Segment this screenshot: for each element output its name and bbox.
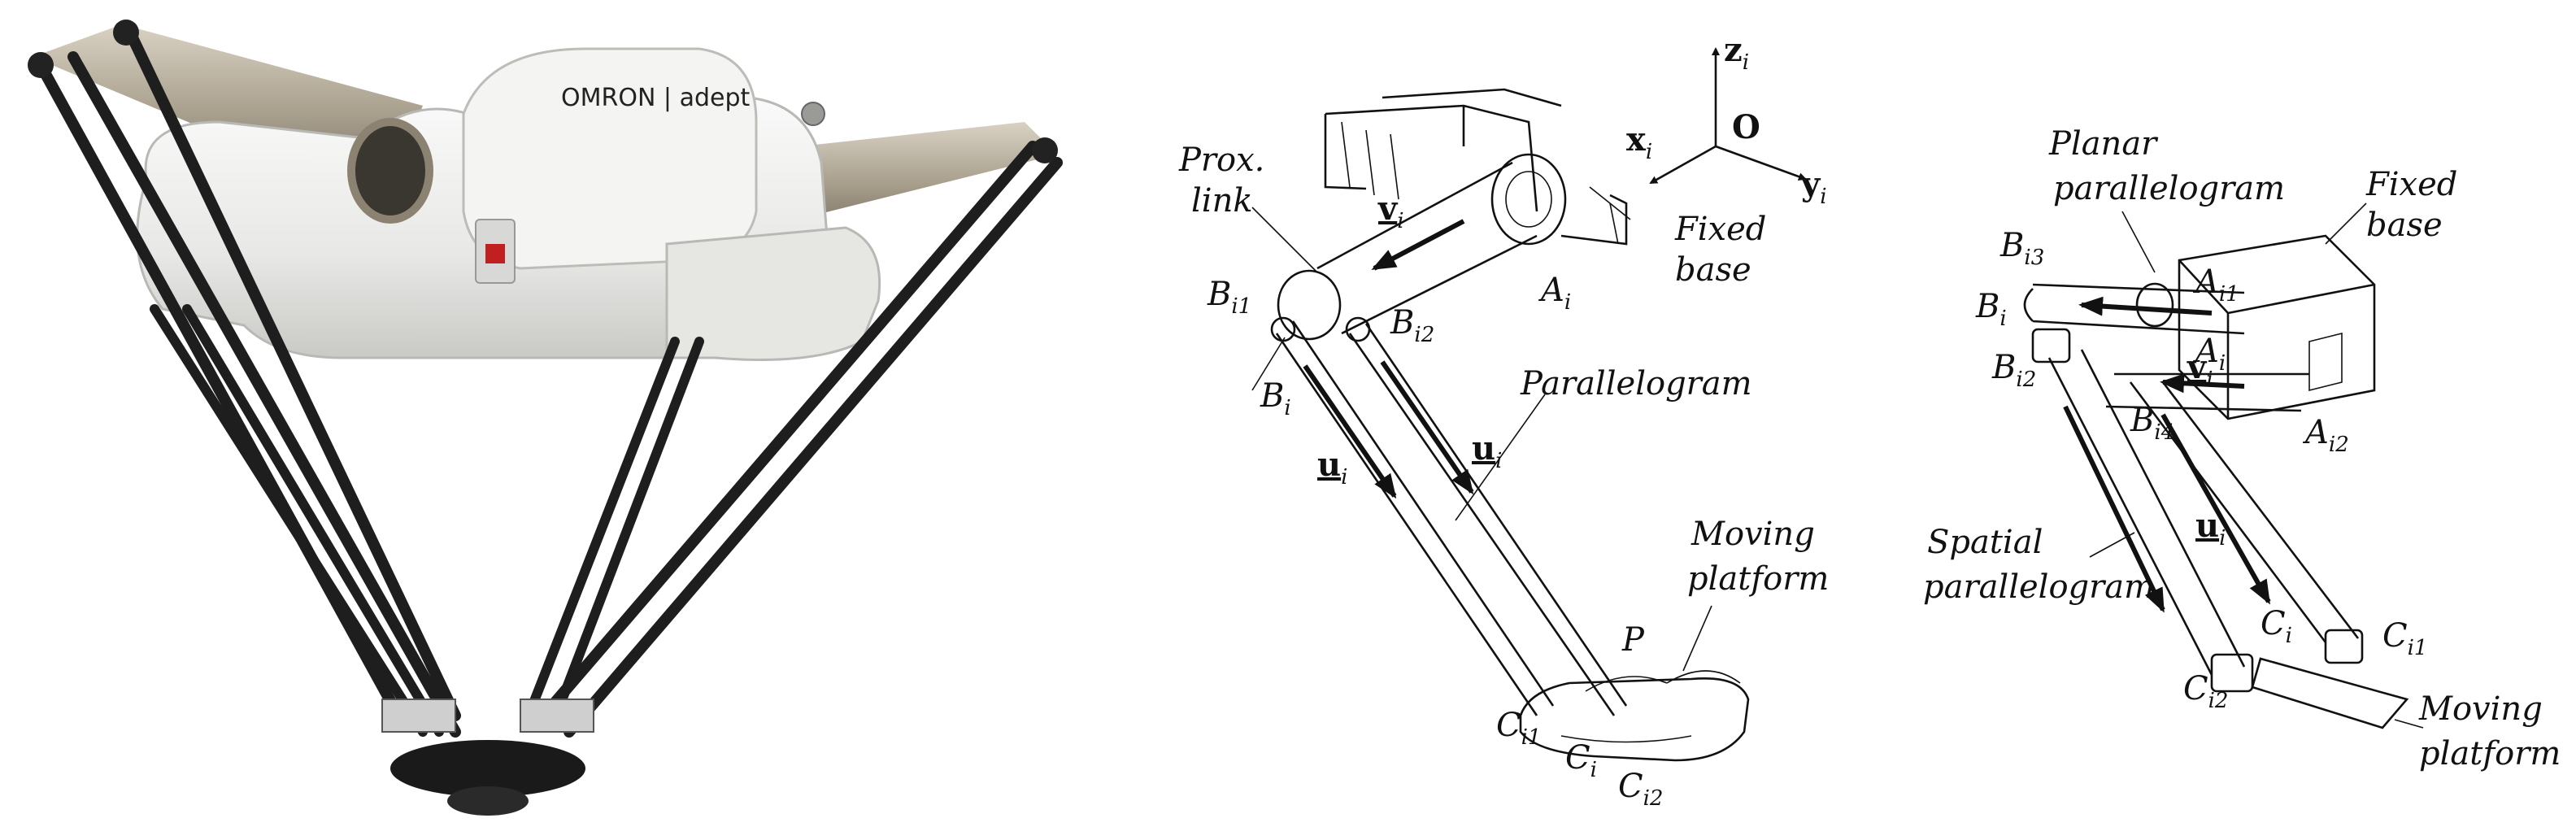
vector-v-arrow-right xyxy=(2078,296,2213,316)
label-u-i-left: ui xyxy=(1317,446,1347,490)
label-a-i2: Ai2 xyxy=(2302,414,2349,457)
bracket-left xyxy=(381,699,456,733)
vector-v-arrow xyxy=(1371,219,1465,271)
moving-platform-shape xyxy=(1519,677,1750,762)
vector-v-arrow-lower xyxy=(2160,373,2245,394)
vector-u2-arrow xyxy=(1380,360,1474,495)
label-fixed-base-1: Fixed xyxy=(1674,211,1766,248)
hinge-top xyxy=(2031,328,2071,363)
axis-y-line xyxy=(1715,145,1807,181)
label-prox-link-1: Prox. xyxy=(1178,141,1264,179)
label-a-i: Ai xyxy=(1538,272,1571,315)
bracket-right xyxy=(520,699,594,733)
axis-y-label: yi xyxy=(1800,165,1827,209)
tube-opening xyxy=(351,122,429,220)
label-c-i2: Ci2 xyxy=(1618,768,1663,811)
axis-z-label: zi xyxy=(1724,31,1749,75)
label-b-i-r: Bi xyxy=(1975,288,2007,331)
label-planar-parallelogram-1: Planar xyxy=(2048,125,2159,163)
label-v-i-r: vi xyxy=(2187,348,2213,392)
label-b-i2: Bi2 xyxy=(1390,304,1434,347)
diagram-left: Prox. link Fixed base Parallelogram Movi… xyxy=(1178,31,1829,811)
delta-robot-photo: OMRON | adept xyxy=(28,20,1063,816)
label-c-i: Ci xyxy=(1565,739,1597,782)
label-a-i-r: Ai xyxy=(2192,333,2226,376)
label-v-i: vi xyxy=(1377,189,1404,233)
label-c-i1-r: Ci1 xyxy=(2382,617,2427,660)
label-b-i3: Bi3 xyxy=(1999,227,2044,270)
origin-label: O xyxy=(1732,108,1760,146)
label-u-i-right: ui xyxy=(1472,429,1502,473)
label-moving-platform-r2: platform xyxy=(2419,735,2561,773)
vector-u-arrow-right xyxy=(2160,413,2271,605)
label-spatial-parallelogram-1: Spatial xyxy=(1927,524,2043,561)
connector xyxy=(801,102,825,126)
brand-logo: OMRON | adept xyxy=(561,84,751,112)
proximal-link xyxy=(1316,161,1538,335)
label-prox-link-2: link xyxy=(1191,182,1253,220)
label-u-i-r: ui xyxy=(2195,507,2226,551)
label-b-i4: Bi4 xyxy=(2130,402,2174,445)
label-b-i: Bi xyxy=(1260,377,1291,420)
joint-top-right xyxy=(1032,137,1058,163)
label-moving-platform-2: platform xyxy=(1687,560,1829,598)
label-moving-platform-r1: Moving xyxy=(2418,690,2543,728)
label-parallelogram: Parallelogram xyxy=(1520,365,1752,403)
spatial-rods xyxy=(2047,349,2360,676)
label-point-p: P xyxy=(1621,621,1645,659)
plate-flange xyxy=(447,786,529,816)
label-b-i2-r: Bi2 xyxy=(1991,349,2036,392)
label-planar-parallelogram-2: parallelogram xyxy=(2053,170,2285,207)
carbon-rods xyxy=(35,27,1063,738)
planar-links xyxy=(2023,283,2309,412)
moving-plate xyxy=(390,740,585,797)
status-light xyxy=(485,244,505,263)
label-spatial-parallelogram-2: parallelogram xyxy=(1923,568,2155,606)
vector-u-arrow-left xyxy=(2063,405,2165,613)
label-c-i1: Ci1 xyxy=(1496,707,1541,750)
label-c-i-r: Ci xyxy=(2261,605,2292,648)
axis-x-line xyxy=(1649,145,1717,185)
label-fixed-base-2: base xyxy=(1675,251,1751,289)
joint-top-left xyxy=(28,52,54,78)
label-moving-platform-1: Moving xyxy=(1690,516,1815,553)
diagram-right: Planar parallelogram Fixed base Spatial … xyxy=(1923,125,2561,773)
vector-u1-arrow xyxy=(1303,364,1397,499)
tube-rim xyxy=(347,118,433,224)
label-fixed-base-r2: base xyxy=(2366,207,2443,244)
joint-top-left-2 xyxy=(113,20,139,46)
fixed-base-box xyxy=(2178,234,2376,420)
label-a-i1: Ai1 xyxy=(2192,263,2239,307)
axis-x-label: xi xyxy=(1626,120,1652,164)
moving-platform-bar xyxy=(2251,657,2409,729)
joint-a xyxy=(1490,153,1567,246)
fixed-base-block xyxy=(1324,88,1628,246)
label-fixed-base-r1: Fixed xyxy=(2365,166,2457,203)
label-c-i2-r: Ci2 xyxy=(2183,670,2228,713)
label-b-i1: Bi1 xyxy=(1207,276,1251,319)
hinge-bottom xyxy=(2210,653,2254,693)
parallelogram-rods xyxy=(1275,320,1628,716)
